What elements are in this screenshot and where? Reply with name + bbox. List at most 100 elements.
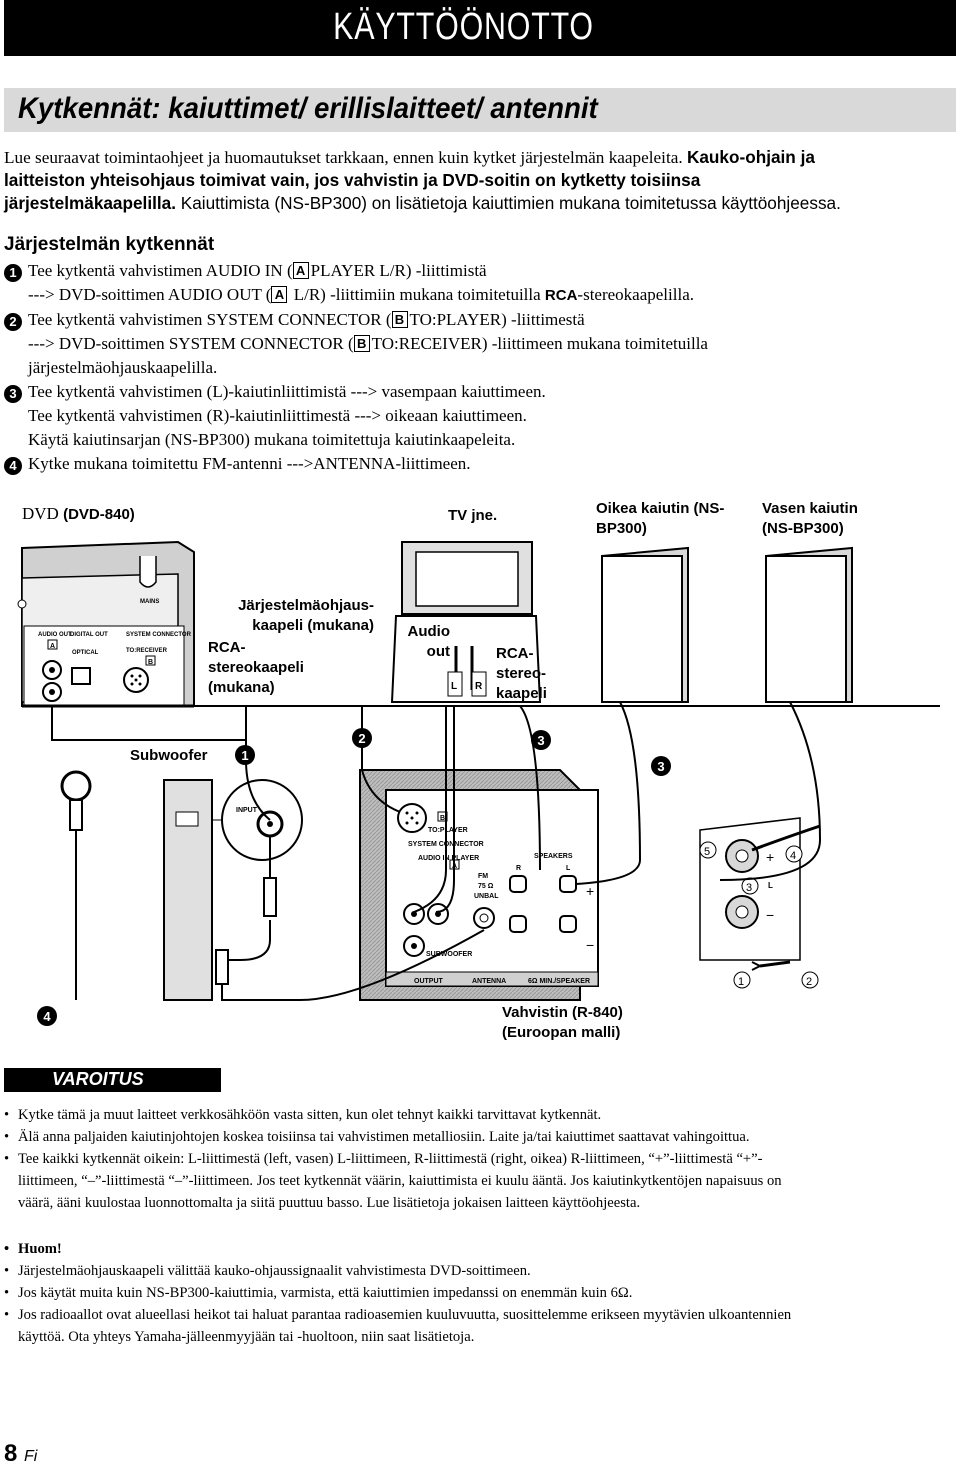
- list-item: Järjestelmäohjauskaapeli välittää kauko-…: [4, 1260, 954, 1282]
- connector-box-a: A: [292, 262, 309, 279]
- list-item: Jos käytät muita kuin NS-BP300-kaiuttimi…: [4, 1282, 954, 1304]
- sub-input-label: INPUT: [236, 807, 258, 814]
- notes-continuation: käyttöä. Ota yhteys Yamaha-jälleenmyyjää…: [18, 1329, 475, 1345]
- amp-min-speaker-label: 6Ω MIN./SPEAKER: [528, 978, 590, 985]
- tv-l-label: L: [451, 681, 457, 692]
- svg-text:−: −: [586, 937, 594, 953]
- list-item: Kytke tämä ja muut laitteet verkkosähköö…: [4, 1104, 954, 1126]
- tv-set: L R: [390, 541, 542, 703]
- amplifier: B TO:PLAYER SYSTEM CONNECTOR AUDIO IN PL…: [359, 769, 599, 1001]
- dvd-digital-out-label: DIGITAL OUT: [70, 632, 108, 638]
- list-item: Huom!: [4, 1238, 954, 1260]
- rca-plugs: [215, 877, 277, 985]
- amp-audio-in-label: AUDIO IN PLAYER: [418, 855, 479, 862]
- dvd-mains-label: MAINS: [140, 599, 159, 605]
- left-speaker: [765, 546, 853, 703]
- page-title: KÄYTTÖÖNOTTO: [333, 6, 594, 48]
- svg-text:4: 4: [790, 850, 796, 862]
- step-1-line-2: ---> DVD-soittimen AUDIO OUT (A L/R) -li…: [28, 285, 694, 304]
- svg-text:−: −: [766, 907, 774, 923]
- svg-text:A: A: [50, 643, 55, 650]
- svg-text:5: 5: [704, 846, 710, 858]
- notes-list: Huom! Järjestelmäohjauskaapeli välittää …: [4, 1238, 954, 1326]
- connector-box-a: A: [271, 286, 288, 303]
- amp-speakers-label: SPEAKERS: [534, 853, 573, 860]
- dvd-label: DVD (DVD-840): [22, 504, 135, 523]
- step-number-4: 4: [4, 457, 22, 475]
- intro-bold-text: laitteiston yhteisohjaus toimivat vain, …: [4, 170, 701, 190]
- svg-text:3: 3: [746, 882, 752, 894]
- amp-to-player-label: TO:PLAYER: [428, 827, 468, 834]
- connector-box-b: B: [391, 311, 408, 328]
- section-title: Kytkennät: kaiuttimet/ erillislaitteet/ …: [18, 92, 598, 125]
- amplifier-label: Vahvistin (R-840)(Euroopan malli): [502, 1004, 623, 1041]
- intro-paragraph: Lue seuraavat toimintaohjeet ja huomautu…: [4, 146, 954, 215]
- svg-text:L: L: [566, 865, 571, 872]
- left-speaker-label: Vasen kaiutin(NS-BP300): [762, 500, 858, 537]
- rca-stereo-cable-label: RCA-stereo-kaapeli: [496, 645, 547, 702]
- step-4-line-1: Kytke mukana toimitettu FM-antenni --->A…: [28, 454, 471, 473]
- connector-box-b: B: [353, 335, 370, 352]
- step-3-line-3: Käytä kaiutinsarjan (NS-BP300) mukana to…: [28, 430, 516, 449]
- subwoofer: INPUT: [163, 779, 303, 1001]
- amp-unbal-label: UNBAL: [474, 893, 499, 900]
- step-number-2: 2: [4, 313, 22, 331]
- dvd-to-receiver-label: TO:RECEIVER: [126, 648, 168, 654]
- header-bar: KÄYTTÖÖNOTTO: [4, 0, 956, 56]
- svg-text:B: B: [440, 815, 445, 822]
- callout-2: 2: [358, 731, 365, 746]
- svg-text:L: L: [768, 881, 773, 890]
- svg-text:+: +: [586, 883, 594, 899]
- warning-list: Kytke tämä ja muut laitteet verkkosähköö…: [4, 1104, 954, 1170]
- list-item: Älä anna paljaiden kaiutinjohtojen koske…: [4, 1126, 954, 1148]
- amp-ohm-label: 75 Ω: [478, 883, 494, 890]
- callout-3b: 3: [657, 759, 664, 774]
- svg-text:R: R: [516, 865, 521, 872]
- page-number: 8 Fi: [4, 1440, 38, 1467]
- tv-label: TV jne.: [448, 507, 498, 524]
- callout-1: 1: [241, 748, 248, 763]
- fm-antenna: [60, 770, 92, 831]
- amp-output-label: OUTPUT: [414, 978, 444, 985]
- amp-subwoofer-label: SUBWOOFER: [426, 951, 472, 958]
- connection-diagram: MAINS AUDIO OUT DIGITAL OUT OPTICAL SYST…: [17, 540, 940, 1026]
- subwoofer-label: Subwoofer: [130, 747, 208, 764]
- dvd-player: MAINS AUDIO OUT DIGITAL OUT OPTICAL SYST…: [17, 540, 195, 708]
- step-2-line-3: järjestelmäohjauskaapelilla.: [28, 358, 218, 377]
- intro-bold-text: järjestelmäkaapelilla.: [4, 193, 176, 213]
- speaker-terminal-detail: 5 4 3 + − L 1 2: [699, 817, 821, 989]
- rca-cable-label: RCA-stereokaapeli(mukana): [208, 639, 304, 696]
- warning-heading: VAROITUS: [4, 1068, 221, 1092]
- step-2-line-1: Tee kytkentä vahvistimen SYSTEM CONNECTO…: [28, 310, 585, 329]
- intro-bold-text: Kauko-ohjain ja: [686, 147, 815, 167]
- list-item: Jos radioaallot ovat alueellasi heikot t…: [4, 1304, 954, 1326]
- list-item: Tee kaikki kytkennät oikein: L-liittimes…: [4, 1148, 954, 1170]
- amp-fm-label: FM: [478, 873, 488, 880]
- right-speaker: [601, 546, 689, 703]
- amp-antenna-label: ANTENNA: [472, 978, 506, 985]
- step-3-line-1: Tee kytkentä vahvistimen (L)-kaiutinliit…: [28, 382, 546, 401]
- section-bar: Kytkennät: kaiuttimet/ erillislaitteet/ …: [4, 88, 956, 132]
- intro-text: Kaiuttimista (NS-BP300) on lisätietoja k…: [175, 193, 841, 213]
- steps-heading: Järjestelmän kytkennät: [4, 234, 215, 255]
- warning-continuation: liittimeen, “–”-liittimestä “–”-liittime…: [18, 1173, 782, 1211]
- callout-3a: 3: [537, 733, 544, 748]
- step-3-line-2: Tee kytkentä vahvistimen (R)-kaiutinliit…: [28, 406, 527, 425]
- tv-r-label: R: [475, 681, 483, 692]
- svg-text:1: 1: [738, 976, 744, 988]
- svg-text:+: +: [766, 849, 774, 865]
- system-cable-label: Järjestelmäohjaus-kaapeli (mukana): [238, 597, 374, 634]
- intro-text: Lue seuraavat toimintaohjeet ja huomautu…: [4, 148, 687, 167]
- dvd-optical-label: OPTICAL: [72, 650, 99, 656]
- step-number-1: 1: [4, 264, 22, 282]
- right-speaker-label: Oikea kaiutin (NS-BP300): [596, 500, 725, 537]
- svg-text:2: 2: [806, 976, 812, 988]
- step-number-3: 3: [4, 385, 22, 403]
- svg-text:B: B: [148, 659, 153, 666]
- callout-4: 4: [43, 1009, 51, 1024]
- dvd-system-connector-label: SYSTEM CONNECTOR: [126, 632, 192, 638]
- dvd-audio-out-label: AUDIO OUT: [38, 632, 72, 638]
